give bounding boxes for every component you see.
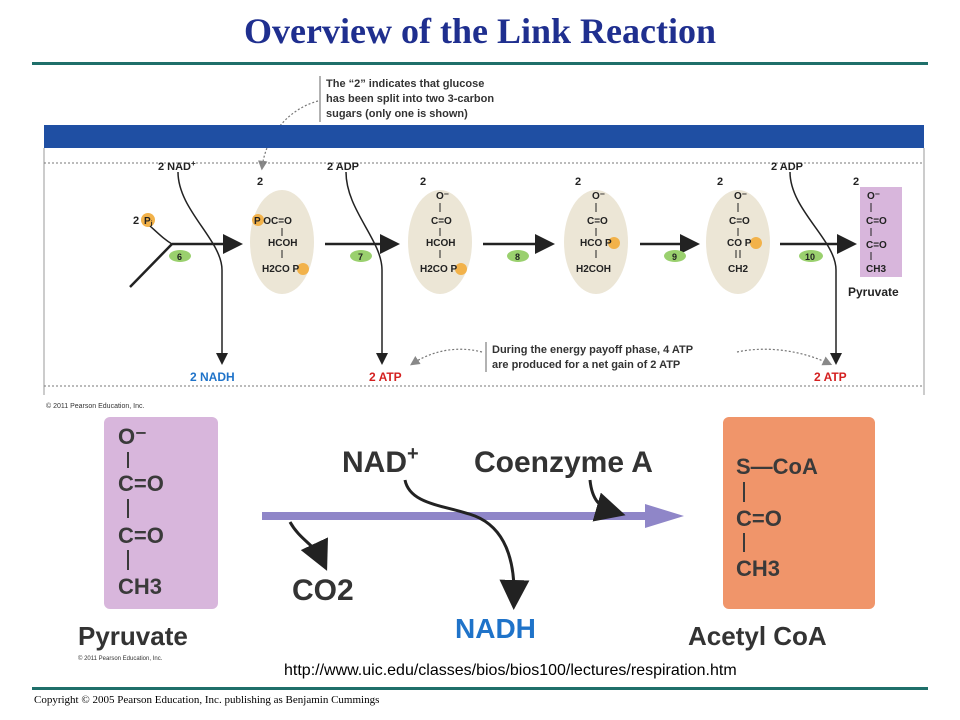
molecule-4-line-2: C=O xyxy=(729,216,750,227)
pyruvate-box xyxy=(104,417,218,609)
acetyl-line-3: CH3 xyxy=(736,556,780,581)
pi-coef: 2 xyxy=(133,215,139,227)
pyruvate-line-2: C=O xyxy=(118,471,164,496)
pyruvate-line-4: CH3 xyxy=(118,574,162,599)
molecule-3: O⁻ C=O HCO P H2COH xyxy=(576,191,620,275)
step-6: 6 xyxy=(177,252,182,262)
pi-label: Pi xyxy=(144,216,153,228)
nad-label: NAD+ xyxy=(342,443,419,479)
coenzyme-a-label: Coenzyme A xyxy=(474,446,653,479)
source-url[interactable]: http://www.uic.edu/classes/bios/bios100/… xyxy=(284,662,737,679)
coef-3: 2 xyxy=(575,176,581,188)
atp-output-label-2: 2 ATP xyxy=(814,370,847,384)
molecule-4-line-1: O⁻ xyxy=(734,191,747,202)
step-7: 7 xyxy=(358,252,363,262)
step-markers: 6 7 8 9 10 xyxy=(169,250,823,262)
coef-5: 2 xyxy=(853,176,859,188)
note-bottom-line-1: During the energy payoff phase, 4 ATP xyxy=(492,344,693,356)
phosphate-icon xyxy=(141,213,155,227)
molecule-5-line-2: C=O xyxy=(866,216,887,227)
molecule-3-oval xyxy=(564,190,628,294)
pyruvate-label: Pyruvate xyxy=(78,621,188,651)
molecule-1-line-1: P OC=O xyxy=(254,216,292,227)
co2-arrow xyxy=(288,521,328,571)
nad-input-label: 2 NAD+ xyxy=(158,159,196,173)
top-diagram: The “2” indicates that glucose has been … xyxy=(43,76,925,410)
header-band xyxy=(44,125,924,148)
acetyl-line-1: S—CoA xyxy=(736,454,818,479)
acetyl-coa-label: Acetyl CoA xyxy=(688,621,827,651)
note-top-line-1: The “2” indicates that glucose xyxy=(326,78,484,90)
molecule-1: P OC=O HCOH H2CO P xyxy=(252,214,309,275)
molecule-4-oval xyxy=(706,190,770,294)
molecule-2-line-2: C=O xyxy=(431,216,452,227)
molecule-3-line-1: O⁻ xyxy=(592,191,605,202)
coef-2: 2 xyxy=(420,176,426,188)
molecule-3-line-2: C=O xyxy=(587,216,608,227)
step-9: 9 xyxy=(672,252,677,262)
molecule-3-line-3: HCO P xyxy=(580,238,612,249)
acetyl-coa-structure: S—CoA C=O CH3 xyxy=(736,454,818,581)
top-credit: © 2011 Pearson Education, Inc. xyxy=(46,402,144,410)
note-bottom-line-2: are produced for a net gain of 2 ATP xyxy=(492,359,680,371)
acetyl-line-2: C=O xyxy=(736,506,782,531)
molecule-4-line-4: CH2 xyxy=(728,264,748,275)
atp-output-arrow-2 xyxy=(789,171,842,365)
bottom-diagram: O⁻ C=O C=O CH3 Pyruvate © 2011 Pearson E… xyxy=(78,417,875,662)
molecule-2-line-1: O⁻ xyxy=(436,191,449,202)
molecule-5-line-4: CH3 xyxy=(866,264,886,275)
molecule-2-line-3: HCOH xyxy=(426,238,455,249)
molecule-4: O⁻ C=O CO P CH2 xyxy=(727,191,762,275)
step-10: 10 xyxy=(805,252,815,262)
molecule-5-line-1: O⁻ xyxy=(867,191,880,202)
atp-output-label-1: 2 ATP xyxy=(369,370,402,384)
coef-1: 2 xyxy=(257,176,263,188)
molecule-2-line-4: H2CO P xyxy=(420,264,458,275)
adp-input-label-1: 2 ADP xyxy=(327,161,359,173)
footer-divider xyxy=(32,687,928,690)
note-top: The “2” indicates that glucose has been … xyxy=(257,76,494,171)
pyruvate-structure: O⁻ C=O C=O CH3 xyxy=(118,424,164,599)
pyruvate-line-3: C=O xyxy=(118,523,164,548)
main-reaction-arrow xyxy=(262,512,650,520)
molecule-5: O⁻ C=O C=O CH3 xyxy=(866,191,887,275)
molecule-1-line-2: HCOH xyxy=(268,238,297,249)
pyruvate-label-top: Pyruvate xyxy=(848,285,899,299)
coef-4: 2 xyxy=(717,176,723,188)
title-divider xyxy=(32,62,928,65)
copyright: Copyright © 2005 Pearson Education, Inc.… xyxy=(34,694,380,706)
co2-label: CO2 xyxy=(292,574,354,607)
step-8: 8 xyxy=(515,252,520,262)
molecule-2: O⁻ C=O HCOH H2CO P xyxy=(420,191,467,275)
page-title: Overview of the Link Reaction xyxy=(244,11,716,51)
nadh-output-arrow xyxy=(177,171,228,365)
molecule-1-line-3: H2CO P xyxy=(262,264,300,275)
acetyl-coa-box xyxy=(723,417,875,609)
nadh-output-label: 2 NADH xyxy=(190,370,235,384)
atp-output-arrow-1 xyxy=(345,171,388,365)
note-top-line-2: has been split into two 3-carbon xyxy=(326,93,494,105)
note-top-line-3: sugars (only one is shown) xyxy=(326,108,468,120)
pyruvate-line-1: O⁻ xyxy=(118,424,147,449)
molecule-3-line-4: H2COH xyxy=(576,264,611,275)
coa-arrow xyxy=(588,479,626,522)
pyruvate-highlight xyxy=(860,187,902,277)
molecule-4-line-3: CO P xyxy=(727,238,752,249)
molecule-5-line-3: C=O xyxy=(866,240,887,251)
nadh-arrow xyxy=(403,479,530,610)
adp-input-label-2: 2 ADP xyxy=(771,161,803,173)
bottom-credit: © 2011 Pearson Education, Inc. xyxy=(78,655,163,662)
nadh-label: NADH xyxy=(455,613,536,644)
